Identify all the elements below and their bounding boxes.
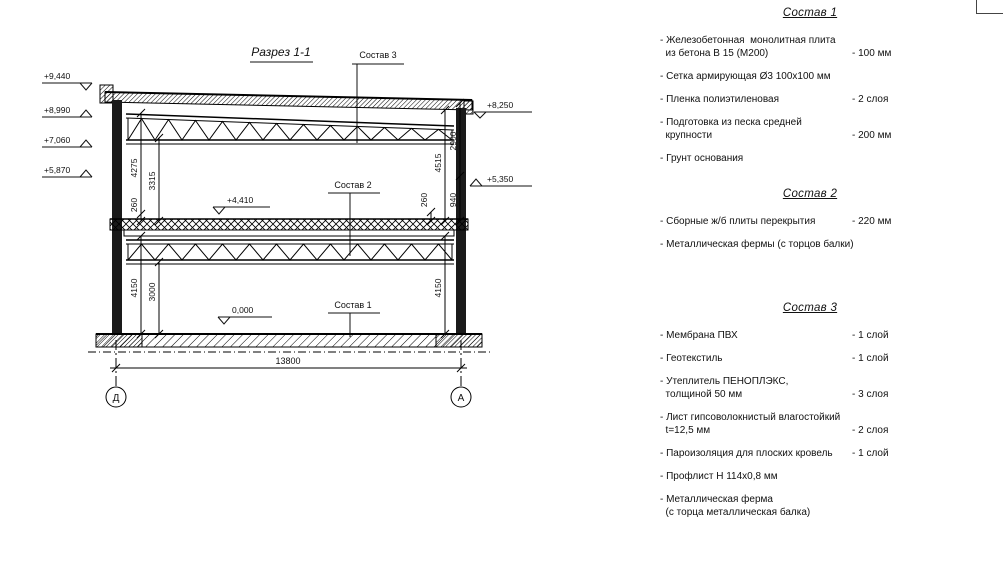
materials-legend: Состав 1 - Железобетонная монолитная пли… — [660, 6, 960, 529]
legend-item-label: - Грунт основания — [660, 152, 744, 164]
svg-text:Состав 2: Состав 2 — [334, 180, 371, 190]
column-left — [112, 100, 122, 335]
svg-text:+4,410: +4,410 — [227, 195, 254, 205]
legend-item: - Пароизоляция для плоских кровель - 1 с… — [660, 447, 960, 460]
svg-text:А: А — [458, 393, 465, 404]
legend-item-label: - Сетка армирующая Ø3 100x100 мм — [660, 70, 831, 82]
legend-item: - Сборные ж/б плиты перекрытия - 220 мм — [660, 215, 960, 228]
svg-text:3000: 3000 — [147, 282, 157, 301]
legend-item-label: - Железобетонная монолитная плита из бет… — [660, 34, 836, 59]
legend-item: - Сетка армирующая Ø3 100x100 мм — [660, 70, 960, 83]
legend-item-label: - Подготовка из песка средней крупности — [660, 116, 802, 141]
elevation-marks-inner: +4,410 0,000 — [212, 195, 272, 325]
legend-section-title: Состав 3 — [782, 301, 838, 314]
legend-item: - Мембрана ПВХ - 1 слой — [660, 329, 960, 342]
legend-item: - Лист гипсоволокнистый влагостойкий t=1… — [660, 411, 960, 437]
legend-item-label: - Пароизоляция для плоских кровель — [660, 447, 833, 459]
dimensions-right: 260 4515 2900 940 4150 — [419, 98, 465, 339]
legend-section-title: Состав 2 — [782, 187, 838, 200]
legend-item-value: - 100 мм — [852, 47, 892, 59]
elevation-marks-left: +9,440 +8,990 +7,060 +5,870 — [42, 71, 93, 178]
svg-text:Разрез 1-1: Разрез 1-1 — [251, 45, 310, 59]
foundation-left — [95, 333, 143, 348]
svg-text:+5,870: +5,870 — [44, 165, 71, 175]
axis-right: А — [450, 340, 472, 408]
legend-section-title: Состав 1 — [782, 7, 838, 19]
legend-section-3: Состав 3 - Мембрана ПВХ - 1 слой - Геоте… — [660, 301, 960, 519]
legend-item-value: - 2 слоя — [852, 93, 889, 105]
callout-sostav-2: Состав 2 — [328, 180, 380, 256]
legend-item: - Металлическая ферма (с торца металличе… — [660, 493, 960, 519]
roof-edge-right — [463, 100, 474, 115]
svg-text:2900: 2900 — [448, 131, 458, 150]
legend-section-2: Состав 2 - Сборные ж/б плиты перекрытия … — [660, 187, 960, 251]
upper-truss — [125, 113, 455, 145]
legend-item-label: - Лист гипсоволокнистый влагостойкий t=1… — [660, 411, 841, 436]
sheet-frame-corner — [976, 0, 1003, 14]
svg-text:+9,440: +9,440 — [44, 71, 71, 81]
section-drawing: Разрез 1-1 Состав 3 — [42, 45, 532, 408]
svg-text:0,000: 0,000 — [232, 305, 254, 315]
svg-text:+8,250: +8,250 — [487, 100, 514, 110]
svg-text:+5,350: +5,350 — [487, 174, 514, 184]
legend-item: - Железобетонная монолитная плита из бет… — [660, 34, 960, 60]
legend-item-value: - 2 слоя — [852, 424, 889, 436]
svg-text:+8,990: +8,990 — [44, 105, 71, 115]
legend-item: - Профлист Н 114х0,8 мм — [660, 470, 960, 483]
lower-truss — [126, 239, 454, 265]
legend-section-1: Состав 1 - Железобетонная монолитная пли… — [660, 6, 960, 165]
svg-text:+7,060: +7,060 — [44, 135, 71, 145]
legend-item-label: - Мембрана ПВХ — [660, 329, 738, 341]
legend-item-label: - Сборные ж/б плиты перекрытия — [660, 215, 816, 227]
svg-text:4150: 4150 — [433, 278, 443, 297]
legend-item-value: - 200 мм — [852, 129, 892, 141]
svg-text:Состав 1: Состав 1 — [334, 300, 371, 310]
elevation-marks-right: +8,250 +5,350 — [469, 100, 532, 187]
legend-item-value: - 1 слой — [852, 447, 889, 459]
legend-item: - Геотекстиль - 1 слой — [660, 352, 960, 365]
legend-item-value: - 1 слой — [852, 352, 889, 364]
legend-item-label: - Профлист Н 114х0,8 мм — [660, 470, 778, 482]
legend-item-value: - 220 мм — [852, 215, 892, 227]
svg-text:4515: 4515 — [433, 153, 443, 172]
legend-item-label: - Утеплитель ПЕНОПЛЭКС, толщиной 50 мм — [660, 375, 789, 400]
svg-text:260: 260 — [129, 198, 139, 212]
axis-left: Д — [105, 340, 127, 408]
legend-item-label: - Геотекстиль — [660, 352, 723, 364]
legend-item: - Подготовка из песка средней крупности … — [660, 116, 960, 142]
legend-item-label: - Пленка полиэтиленовая — [660, 93, 780, 105]
legend-item: - Металлическая фермы (с торцов балки) — [660, 238, 960, 251]
svg-text:Состав 3: Состав 3 — [359, 50, 396, 60]
svg-text:940: 940 — [448, 193, 458, 207]
svg-text:260: 260 — [419, 193, 429, 207]
svg-text:3315: 3315 — [147, 171, 157, 190]
svg-text:13800: 13800 — [275, 356, 300, 366]
ground-slab — [88, 333, 490, 353]
svg-text:4275: 4275 — [129, 158, 139, 177]
middle-floor-slab — [109, 218, 469, 237]
legend-item: - Утеплитель ПЕНОПЛЭКС, толщиной 50 мм -… — [660, 375, 960, 401]
legend-item-value: - 1 слой — [852, 329, 889, 341]
dimension-overall-width: 13800 — [110, 356, 467, 373]
drawing-title: Разрез 1-1 — [250, 45, 313, 63]
legend-item-label: - Металлическая фермы (с торцов балки) — [660, 238, 854, 250]
callout-sostav-1: Состав 1 — [328, 300, 380, 337]
legend-item: - Грунт основания — [660, 152, 960, 165]
parapet-left — [99, 84, 114, 104]
roof-slab — [99, 84, 474, 115]
svg-text:Д: Д — [113, 393, 120, 404]
legend-item-label: - Металлическая ферма (с торца металличе… — [660, 493, 811, 518]
legend-item-value: - 3 слоя — [852, 388, 889, 400]
svg-text:4150: 4150 — [129, 278, 139, 297]
legend-item: - Пленка полиэтиленовая - 2 слоя — [660, 93, 960, 106]
dimensions-left: 4275 260 3315 4150 3000 — [129, 108, 164, 339]
